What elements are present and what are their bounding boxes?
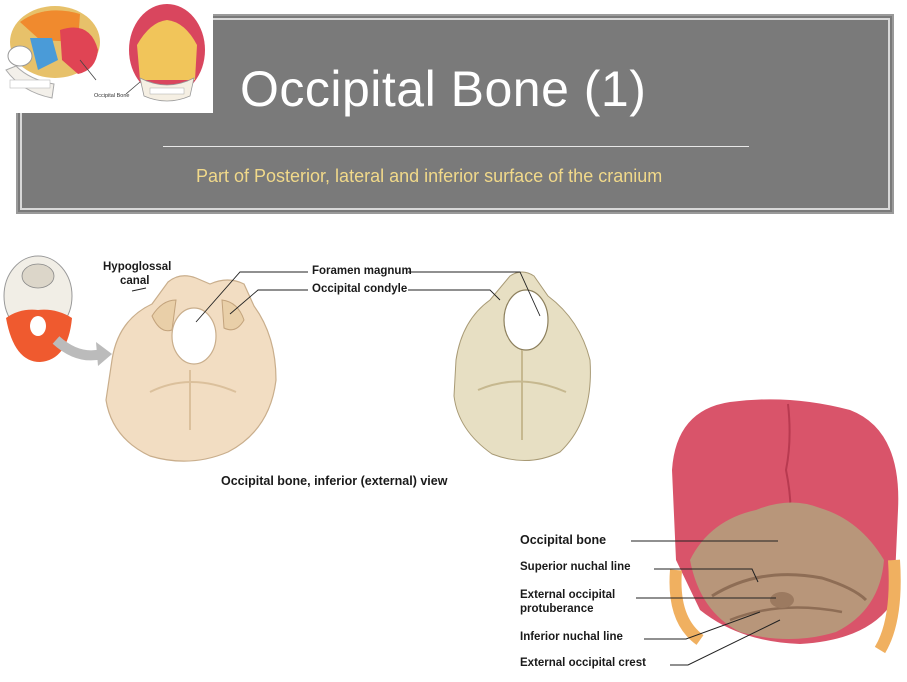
- occipital-inferior-photo: [453, 271, 591, 462]
- thumbnail-label: Occipital Bone: [94, 93, 129, 99]
- label-hypoglossal-canal-line1: Hypoglossal: [103, 261, 172, 273]
- label-external-occipital-protuberance-line1: External occipital: [520, 589, 616, 601]
- title-banner-frame: [20, 18, 890, 210]
- slide-title: Occipital Bone (1): [240, 61, 647, 117]
- label-superior-nuchal-line: Superior nuchal line: [520, 561, 631, 573]
- posterior-skull-drawing: [669, 399, 901, 654]
- skull-base-inset: [3, 255, 73, 362]
- slide-subtitle: Part of Posterior, lateral and inferior …: [196, 166, 663, 186]
- label-occipital-bone: Occipital bone: [520, 533, 607, 547]
- inferior-view-caption: Occipital bone, inferior (external) view: [221, 474, 448, 488]
- label-inferior-nuchal-line: Inferior nuchal line: [520, 631, 623, 643]
- label-hypoglossal-canal-line2: canal: [120, 275, 150, 287]
- occipital-inferior-drawing: [105, 275, 277, 462]
- label-external-occipital-crest: External occipital crest: [520, 657, 646, 669]
- skull-thumbnail: Occipital Bone: [0, 0, 213, 113]
- label-foramen-magnum: Foramen magnum: [312, 265, 412, 277]
- title-divider: [163, 146, 749, 147]
- label-external-occipital-protuberance-line2: protuberance: [520, 603, 594, 615]
- label-occipital-condyle: Occipital condyle: [312, 283, 408, 295]
- skull-thumbnail-illustration: Occipital Bone: [5, 4, 205, 102]
